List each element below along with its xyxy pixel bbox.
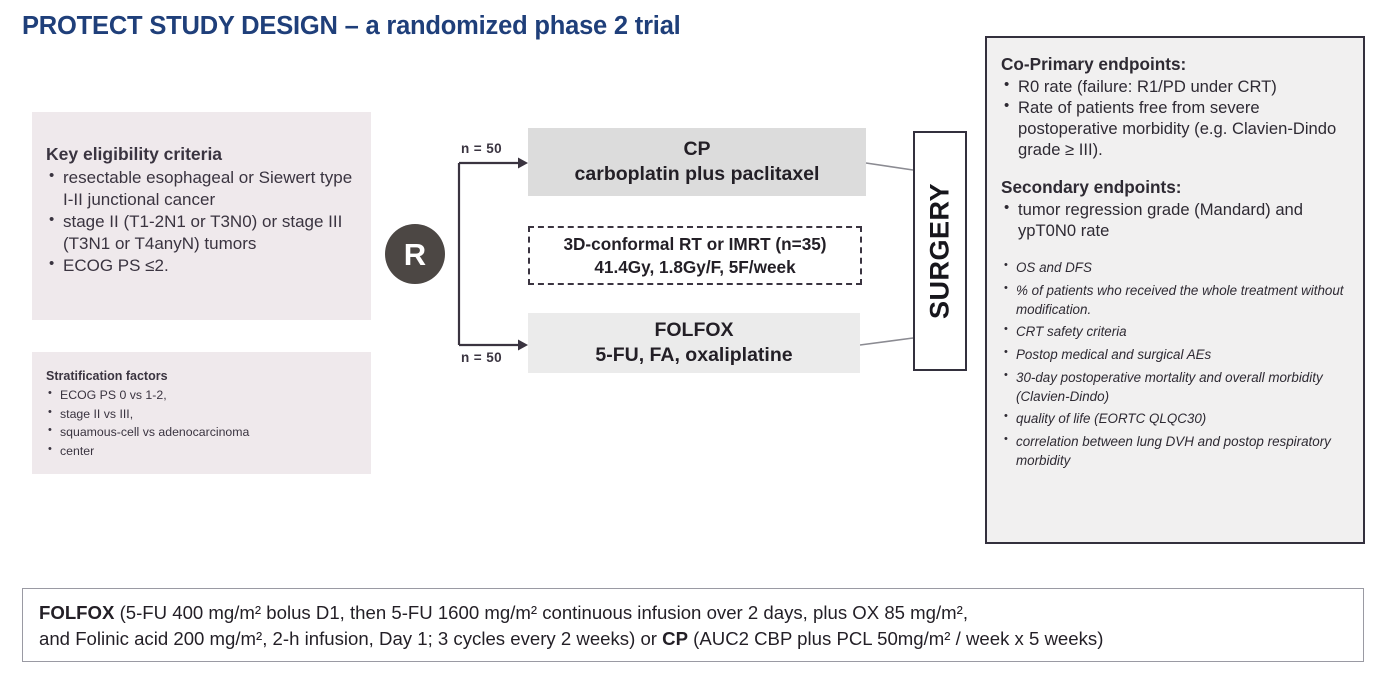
footnote-line-2: and Folinic acid 200 mg/m², 2-h infusion… xyxy=(39,626,1349,652)
list-item: Rate of patients free from severe postop… xyxy=(1001,96,1349,160)
secondary-endpoints-italic-list: OS and DFS % of patients who received th… xyxy=(1001,258,1349,469)
n-label-folfox-arm: n = 50 xyxy=(461,350,503,365)
footnote-line-2-text-b: (AUC2 CBP plus PCL 50mg/m² / week x 5 we… xyxy=(688,628,1104,650)
radiotherapy-box: 3D-conformal RT or IMRT (n=35) 41.4Gy, 1… xyxy=(528,226,862,285)
arm-box-folfox: FOLFOX 5-FU, FA, oxaliplatine xyxy=(528,313,860,373)
list-item: stage II (T1-2N1 or T3N0) or stage III (… xyxy=(46,210,357,255)
cp-title: CP xyxy=(683,138,711,161)
arm-box-cp: CP carboplatin plus paclitaxel xyxy=(528,128,866,196)
list-item: % of patients who received the whole tre… xyxy=(1001,281,1349,319)
randomization-node: R xyxy=(385,224,445,284)
stratification-heading: Stratification factors xyxy=(46,369,168,383)
list-item: ECOG PS 0 vs 1-2, xyxy=(46,385,357,405)
list-item: ECOG PS ≤2. xyxy=(46,254,357,277)
list-item: 30-day postoperative mortality and overa… xyxy=(1001,368,1349,406)
folfox-detail: 5-FU, FA, oxaliplatine xyxy=(595,344,793,366)
endpoints-panel: Co-Primary endpoints: R0 rate (failure: … xyxy=(985,36,1365,544)
list-item: squamous-cell vs adenocarcinoma xyxy=(46,422,357,442)
eligibility-list: resectable esophageal or Siewert type I-… xyxy=(46,166,357,277)
secondary-endpoints-heading: Secondary endpoints: xyxy=(1001,177,1182,198)
surgery-box: SURGERY xyxy=(913,131,967,371)
page-title: PROTECT STUDY DESIGN – a randomized phas… xyxy=(22,12,681,40)
folfox-title: FOLFOX xyxy=(654,319,734,342)
eligibility-heading: Key eligibility criteria xyxy=(46,144,223,164)
cp-detail: carboplatin plus paclitaxel xyxy=(574,163,820,185)
list-item: resectable esophageal or Siewert type I-… xyxy=(46,166,357,211)
list-item: OS and DFS xyxy=(1001,258,1349,277)
list-item: CRT safety criteria xyxy=(1001,322,1349,341)
list-item: quality of life (EORTC QLQC30) xyxy=(1001,409,1349,428)
primary-endpoints-heading: Co-Primary endpoints: xyxy=(1001,54,1187,74)
list-item: center xyxy=(46,441,357,461)
footnote-line-1-text: (5-FU 400 mg/m² bolus D1, then 5-FU 1600… xyxy=(114,602,969,623)
eligibility-panel: Key eligibility criteria resectable esop… xyxy=(32,112,371,320)
stratification-panel: Stratification factors ECOG PS 0 vs 1-2,… xyxy=(32,352,371,474)
list-item: tumor regression grade (Mandard) and ypT… xyxy=(1001,198,1349,241)
n-label-cp-arm: n = 50 xyxy=(461,141,503,156)
rt-technique: 3D-conformal RT or IMRT (n=35) xyxy=(563,234,827,255)
spacer xyxy=(1001,160,1349,177)
footnote-folfox-label: FOLFOX xyxy=(39,602,115,623)
surgery-label: SURGERY xyxy=(924,182,955,320)
list-item: correlation between lung DVH and postop … xyxy=(1001,432,1349,470)
stratification-list: ECOG PS 0 vs 1-2, stage II vs III, squam… xyxy=(46,385,357,461)
regimen-footnote: FOLFOX (5-FU 400 mg/m² bolus D1, then 5-… xyxy=(22,588,1364,662)
footnote-cp-label: CP xyxy=(662,628,688,650)
secondary-endpoints-list: tumor regression grade (Mandard) and ypT… xyxy=(1001,198,1349,241)
footnote-line-1: FOLFOX (5-FU 400 mg/m² bolus D1, then 5-… xyxy=(39,600,1349,626)
spacer xyxy=(1001,241,1349,258)
rt-dose: 41.4Gy, 1.8Gy/F, 5F/week xyxy=(594,256,796,277)
list-item: stage II vs III, xyxy=(46,404,357,424)
list-item: R0 rate (failure: R1/PD under CRT) xyxy=(1001,75,1349,97)
footnote-line-2-text-a: and Folinic acid 200 mg/m², 2-h infusion… xyxy=(39,628,663,650)
primary-endpoints-list: R0 rate (failure: R1/PD under CRT) Rate … xyxy=(1001,75,1349,160)
list-item: Postop medical and surgical AEs xyxy=(1001,345,1349,364)
